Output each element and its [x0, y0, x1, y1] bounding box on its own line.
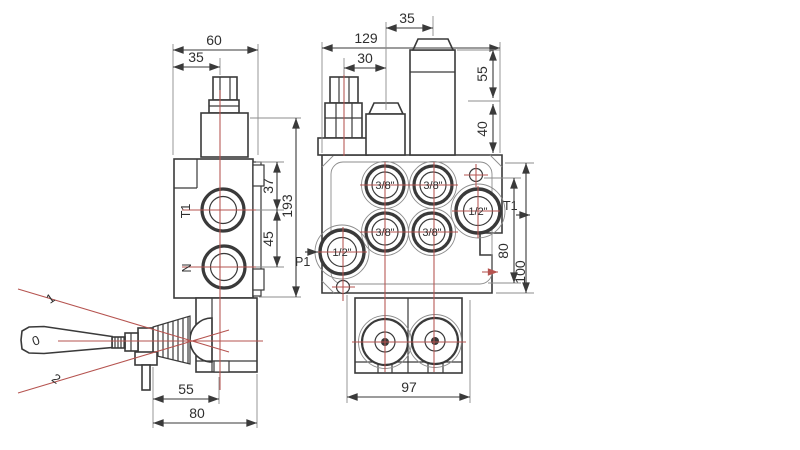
lever-position-1-line [17, 288, 230, 353]
lever-position-2-line [17, 329, 230, 394]
dim-cap-35: 35 [385, 10, 434, 36]
dim-total-width-60: 60 [172, 32, 259, 155]
right-view-spool-housing [354, 297, 463, 374]
port-label-right: 1/2" [468, 206, 487, 218]
spool-end-right [408, 314, 462, 368]
port-label-mid-right: 3/8" [422, 227, 441, 239]
right-view-dimensions: 129 30 35 55 40 [321, 10, 534, 403]
lever-ball-dome [189, 317, 213, 363]
left-view-dimensions: 60 35 37 45 193 [152, 32, 301, 428]
port-label-mid-left: 3/8" [375, 227, 394, 239]
port-label-t1: T1 [179, 204, 193, 219]
dim-label-100: 100 [512, 260, 528, 284]
port-label-n: N [180, 263, 194, 272]
dim-height-100: 100 [496, 162, 534, 294]
dim-cap-to-body-40: 40 [474, 103, 497, 154]
dim-ports-80: 80 [484, 177, 521, 284]
dim-label-35-left: 35 [188, 49, 204, 65]
right-view-centerlines [318, 70, 500, 372]
dim-label-60: 60 [206, 32, 222, 48]
lever-handle [20, 325, 113, 355]
lever-position-2-label: 2 [49, 370, 64, 386]
dim-label-40: 40 [474, 121, 490, 137]
dim-label-80-right: 80 [495, 243, 511, 259]
dim-label-55-right: 55 [474, 66, 490, 82]
left-view: T1 N 1 0 2 60 35 37 [17, 32, 301, 428]
side-tab-bottom [252, 268, 265, 291]
left-view-body [173, 158, 265, 373]
right-view: 3/8" 3/8" 3/8" 3/8" 1/2" 1/2" P1 T1 129 … [295, 10, 534, 403]
dim-label-45: 45 [260, 231, 276, 247]
dim-label-35-right: 35 [399, 10, 415, 26]
dim-label-55-left: 55 [178, 381, 194, 397]
dim-cap-height-55: 55 [457, 49, 500, 102]
label-t1: T1 [503, 199, 518, 213]
lever-position-0-label: 0 [30, 332, 42, 349]
relief-base [317, 137, 369, 156]
dim-label-193: 193 [279, 194, 295, 218]
end-cap-block [409, 49, 456, 156]
port-label-bottom-left: 1/2" [332, 247, 351, 259]
dim-label-129: 129 [354, 30, 378, 46]
lever-pin-nut [134, 351, 158, 366]
dim-spool-97: 97 [346, 295, 471, 403]
right-view-top-fittings [317, 38, 456, 156]
dim-top-to-t1-37: 37 [256, 161, 284, 211]
dim-label-30: 30 [357, 50, 373, 66]
left-view-lever [20, 315, 191, 391]
dim-relief-30: 30 [343, 22, 387, 110]
dim-label-37: 37 [260, 178, 276, 194]
housing-foot-notch [213, 360, 230, 373]
port-label-top-right: 3/8" [423, 180, 442, 192]
dim-total-height-193: 193 [250, 117, 301, 298]
left-view-relief-valve [200, 76, 249, 158]
port-label-top-left: 3/8" [375, 180, 394, 192]
dim-axis-offset-35: 35 [172, 49, 221, 75]
relief-hex-nut [212, 76, 238, 101]
dim-label-80-left: 80 [189, 405, 205, 421]
lever-pin-rod [141, 364, 151, 391]
plug-body [365, 113, 406, 156]
side-tab-top [252, 164, 265, 187]
dim-lever-80: 80 [152, 374, 258, 428]
dim-lever-55: 55 [152, 367, 220, 428]
dim-label-97: 97 [401, 379, 417, 395]
relief-body [200, 112, 249, 158]
lever-position-1-label: 1 [43, 290, 58, 306]
left-view-centerlines [17, 90, 263, 394]
dim-total-width-129: 129 [321, 30, 501, 153]
label-p1: P1 [295, 255, 310, 269]
dim-t1-to-n-45: 45 [256, 209, 284, 268]
